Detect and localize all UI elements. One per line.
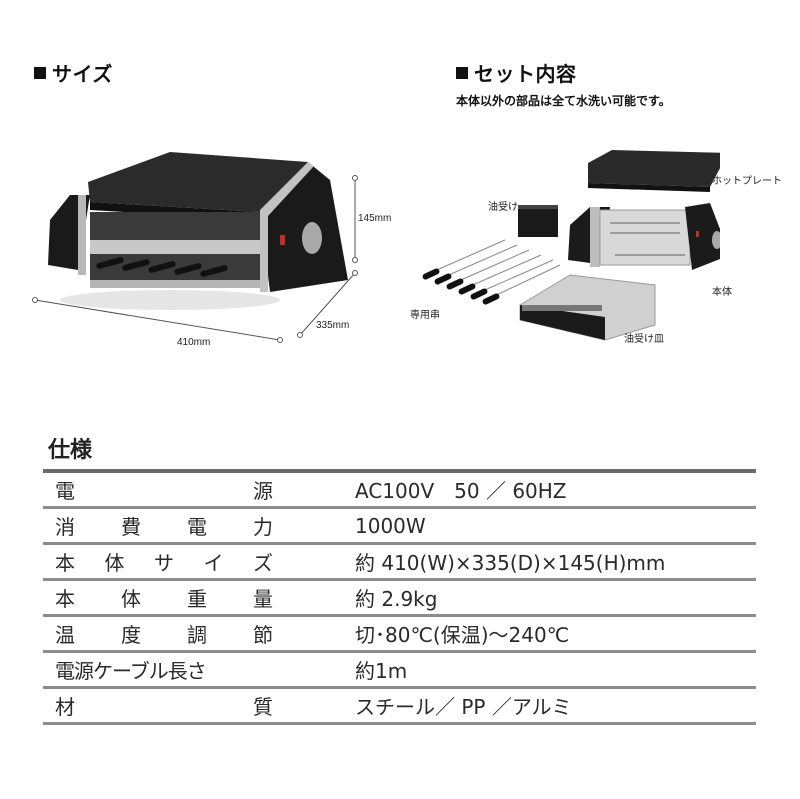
spec-key: 本 体 サ イ ズ <box>43 547 273 576</box>
spec-key: 本 体 重 量 <box>43 583 273 612</box>
spec-value: AC100V 50 ／ 60HZ <box>355 479 567 503</box>
spec-key: 温 度 調 節 <box>43 619 273 648</box>
label-oil-receiver: 油受け <box>488 202 518 213</box>
depth-dimension: 335mm <box>316 320 350 331</box>
spec-value: 1000W <box>355 513 426 538</box>
key-char: 本 <box>55 551 75 575</box>
set-section-title: セット内容 <box>456 58 577 87</box>
key-char: 節 <box>253 623 273 647</box>
key-char: 量 <box>253 587 273 611</box>
spec-title: 仕様 <box>48 438 93 463</box>
grill-product-image <box>32 152 358 343</box>
key-char: 本 <box>55 587 75 611</box>
spec-value: 約1m <box>355 659 408 683</box>
spec-key: 材 質 <box>43 691 273 720</box>
key-char: 温 <box>55 623 75 647</box>
label-hot-plate: ホットプレート <box>712 176 782 187</box>
spec-value: 切･80℃(保温)～240℃ <box>355 623 570 647</box>
spec-row-power-source: 電 源 AC100V 50 ／ 60HZ <box>43 473 756 509</box>
key-char: 力 <box>253 515 273 539</box>
key-char: サ <box>154 551 174 575</box>
key-char: イ <box>203 551 224 575</box>
spec-value: 約 410(W)×335(D)×145(H)mm <box>355 551 666 575</box>
label-oil-tray: 油受け皿 <box>624 334 664 345</box>
size-title-text: サイズ <box>52 62 113 86</box>
set-contents-image <box>422 150 720 341</box>
key-char: 費 <box>121 515 141 539</box>
key-char: 体 <box>104 551 125 575</box>
square-bullet-icon <box>456 67 468 79</box>
spec-row-temperature-control: 温 度 調 節 切･80℃(保温)～240℃ <box>43 617 756 653</box>
spec-value: スチール／ PP ／アルミ <box>355 695 572 719</box>
label-skewers: 専用串 <box>410 310 440 321</box>
key-char: 材 <box>55 695 75 719</box>
key-char: 質 <box>253 695 273 719</box>
width-dimension: 410mm <box>177 337 211 348</box>
height-dimension: 145mm <box>358 213 392 224</box>
key-char: 電 <box>55 479 75 503</box>
spec-key: 電源ケーブル長さ <box>55 659 207 683</box>
spec-row-body-size: 本 体 サ イ ズ 約 410(W)×335(D)×145(H)mm <box>43 545 756 581</box>
washable-note: 本体以外の部品は全て水洗い可能です。 <box>456 94 671 108</box>
size-section-title: サイズ <box>34 58 113 87</box>
key-char: 電 <box>187 515 207 539</box>
label-body: 本体 <box>712 287 732 298</box>
square-bullet-icon <box>34 67 46 79</box>
key-char: 重 <box>187 587 207 611</box>
key-char: 体 <box>121 587 141 611</box>
spec-key: 消 費 電 力 <box>43 511 273 540</box>
spec-row-material: 材 質 スチール／ PP ／アルミ <box>43 689 756 725</box>
key-char: 度 <box>121 623 141 647</box>
spec-key: 電 源 <box>43 475 273 504</box>
spec-row-power-consumption: 消 費 電 力 1000W <box>43 509 756 545</box>
spec-top-divider <box>43 469 756 473</box>
key-char: ズ <box>253 551 273 575</box>
set-title-text: セット内容 <box>474 62 577 86</box>
spec-row-cable-length: 電源ケーブル長さ 約1m <box>43 653 756 689</box>
key-char: 調 <box>187 623 207 647</box>
spec-table: 電 源 AC100V 50 ／ 60HZ 消 費 電 力 1000W 本 体 サ… <box>43 469 756 725</box>
spec-value: 約 2.9kg <box>355 587 438 611</box>
key-char: 消 <box>55 515 75 539</box>
spec-row-body-weight: 本 体 重 量 約 2.9kg <box>43 581 756 617</box>
key-char: 源 <box>253 479 273 503</box>
